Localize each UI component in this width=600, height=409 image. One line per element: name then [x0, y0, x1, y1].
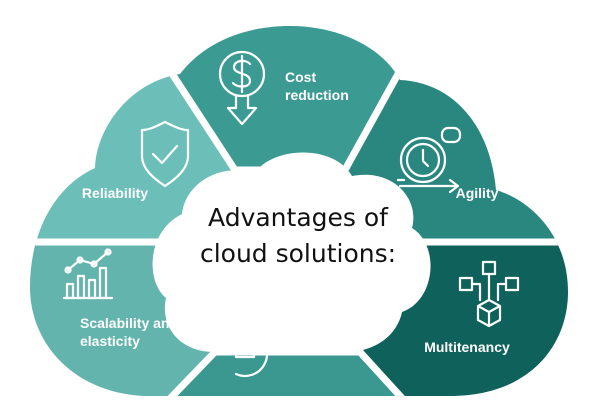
network-cube-icon	[458, 260, 520, 328]
label-multitenancy: Multitenancy	[424, 339, 510, 355]
label-agility: Agility	[456, 185, 499, 201]
padlock-icon	[220, 328, 269, 377]
title-line-2: cloud solutions:	[200, 239, 396, 268]
shield-check-icon	[140, 120, 190, 188]
title-line-1: Advantages of	[208, 203, 389, 232]
dollar-down-icon	[218, 50, 266, 126]
label-cost-line-2: reduction	[285, 87, 349, 103]
label-cost-line-1: Cost	[285, 69, 316, 85]
growth-chart-icon	[62, 248, 114, 300]
stopwatch-icon	[396, 126, 462, 194]
label-scalability-line-1: Scalability and	[80, 315, 178, 331]
label-security: Security	[286, 339, 341, 355]
label-reliability: Reliability	[82, 185, 148, 201]
center-cloud	[152, 152, 431, 353]
label-scalability-line-2: elasticity	[80, 333, 140, 349]
